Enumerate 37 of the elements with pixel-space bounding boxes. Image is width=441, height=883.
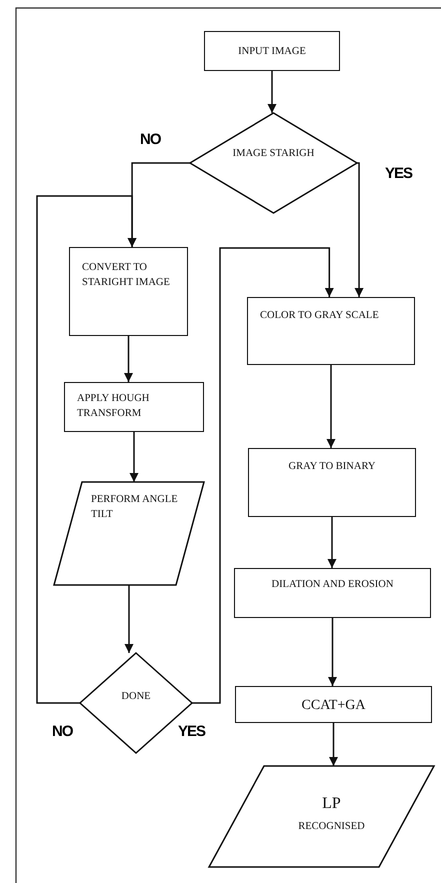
process-box	[64, 382, 204, 432]
node-subtext: RECOGNISED	[297, 820, 366, 834]
process-box	[248, 448, 416, 517]
process-box	[204, 31, 340, 71]
node-label: DILATION AND EROSION	[270, 578, 394, 592]
node-label: GRAY TO BINARY	[288, 460, 376, 474]
node-label: APPLY HOUGH TRANSFORM	[77, 392, 150, 422]
arrow	[329, 723, 338, 766]
arrow	[328, 517, 336, 568]
arrow	[36, 195, 137, 704]
decision-diamond	[190, 113, 357, 213]
edge-label: YES	[385, 166, 412, 181]
edge-label: NO	[140, 132, 160, 147]
process-box	[247, 297, 415, 365]
process-box	[234, 568, 431, 618]
process-box	[69, 247, 188, 336]
arrow	[130, 432, 138, 482]
node-label: INPUT IMAGE	[237, 45, 307, 59]
process-box	[235, 686, 432, 723]
node-label: PERFORM ANGLE TILT	[91, 493, 179, 522]
arrow	[326, 365, 336, 448]
node-label: DONE	[120, 690, 152, 704]
arrow	[192, 247, 334, 704]
arrow	[124, 336, 133, 382]
node-label: COLOR TO GRAY SCALE	[260, 309, 380, 323]
node-label: CONVERT TO STARIGHT IMAGE	[82, 261, 171, 290]
node-label: LP	[321, 794, 342, 814]
data-parallelogram	[209, 766, 434, 867]
data-parallelogram	[54, 482, 204, 585]
edge-label: YES	[178, 724, 206, 739]
arrow	[268, 71, 276, 113]
arrow	[354, 162, 364, 297]
arrow	[328, 618, 337, 686]
node-label: CCAT+GA	[300, 697, 366, 715]
edge-label: NO	[52, 724, 72, 739]
arrow	[124, 585, 134, 653]
node-label: IMAGE STARIGH	[232, 147, 316, 161]
